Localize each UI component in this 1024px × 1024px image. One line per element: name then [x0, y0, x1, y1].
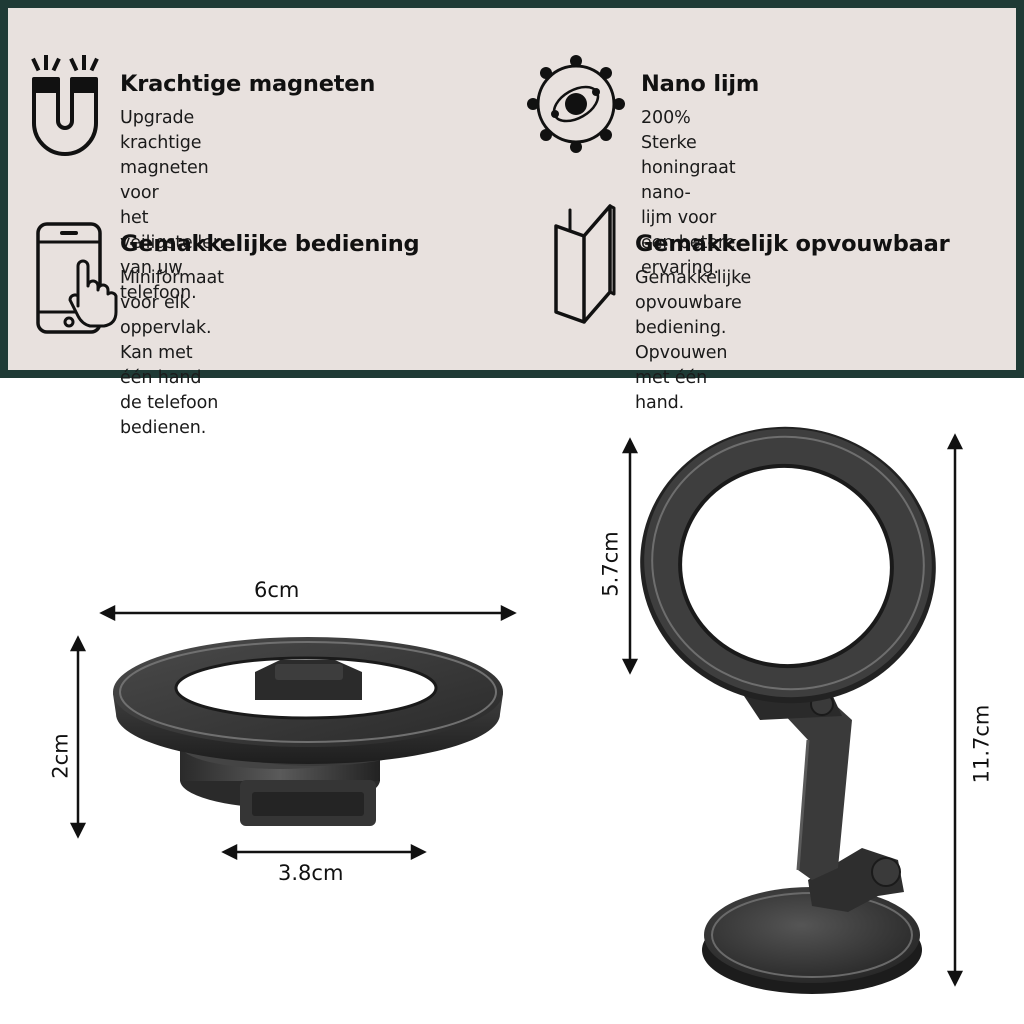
- feature-title: Krachtige magneten: [120, 71, 376, 97]
- phone-touch-icon: [36, 222, 118, 334]
- feature-description: Miniformaat voor elk oppervlak. Kan met …: [120, 268, 224, 438]
- folded-holder-image: [113, 637, 503, 826]
- dimension-lines: [69, 433, 964, 987]
- feature-description: 200% Sterke honingraat nano- lijm voor e…: [641, 108, 736, 278]
- unfolded-holder-image: [640, 426, 936, 994]
- dimension-label-total-height: 11.7cm: [969, 704, 994, 784]
- dimension-label-height: 2cm: [48, 733, 73, 779]
- feature-title: Nano lijm: [641, 71, 760, 97]
- features-panel: Krachtige magneten Upgrade krachtige mag…: [0, 0, 1024, 438]
- feature-title: Gemakkelijk opvouwbaar: [635, 231, 950, 257]
- dimension-label-ring-height: 5.7cm: [598, 531, 623, 597]
- feature-title: Gemakkelijke bediening: [120, 231, 420, 257]
- magnet-icon: [31, 55, 99, 156]
- feature-description: Gemakkelijke opvouwbare bediening. Opvou…: [635, 268, 752, 413]
- folded-sheet-icon: [554, 204, 616, 324]
- feature-description: Upgrade krachtige magneten voor het veil…: [120, 108, 224, 303]
- dimension-label-width: 6cm: [254, 578, 300, 602]
- molecule-icon: [527, 55, 625, 153]
- dimension-label-base-width: 3.8cm: [278, 861, 344, 885]
